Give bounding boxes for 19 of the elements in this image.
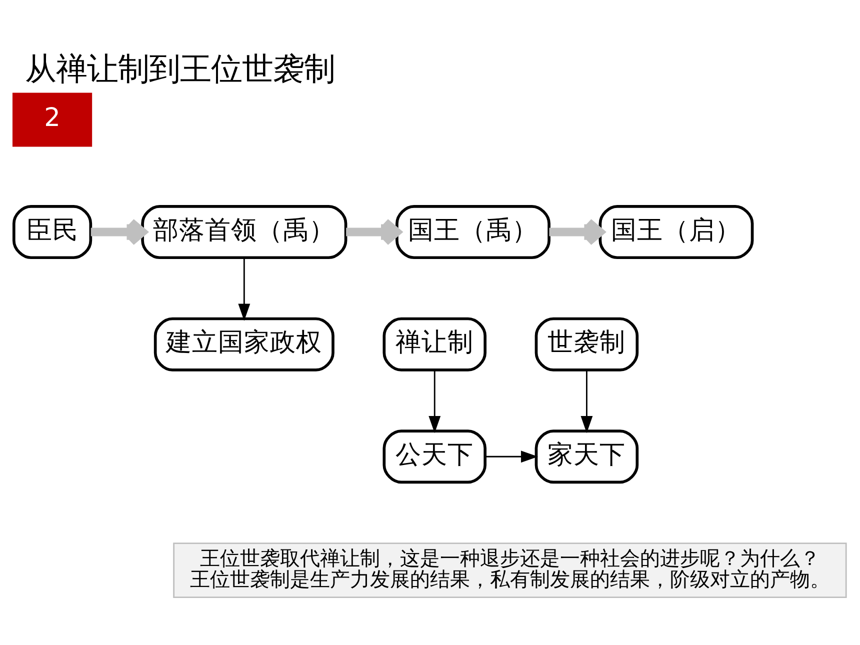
node-box: 国王（禹） bbox=[396, 204, 550, 259]
arrow bbox=[90, 218, 147, 246]
arrow bbox=[549, 218, 604, 246]
arrow bbox=[428, 370, 441, 433]
node-box: 建立国家政权 bbox=[154, 316, 334, 371]
node-box: 王位世袭取代禅让制，这是一种退步还是一种社会的进步呢？为什么？ 王位世袭制是生产力发展的结果，私有制发展的结果，阶级对立的产物。 bbox=[173, 542, 847, 598]
node-box: 国王（启） bbox=[598, 204, 754, 259]
node-box: 公天下 bbox=[382, 429, 486, 484]
node-box: 家天下 bbox=[534, 429, 639, 484]
arrow bbox=[238, 257, 250, 320]
node-box: 禅让制 bbox=[382, 316, 486, 371]
node-box: 世袭制 bbox=[534, 316, 639, 371]
label: 2 bbox=[44, 102, 60, 133]
node-box: 部落首领（禹） bbox=[141, 204, 348, 259]
node-box: 臣民 bbox=[12, 204, 92, 259]
arrow bbox=[346, 218, 401, 246]
arrow bbox=[485, 450, 538, 462]
diagram-title: 从禅让制到王位世袭制 bbox=[25, 50, 336, 87]
arrow bbox=[580, 370, 593, 433]
